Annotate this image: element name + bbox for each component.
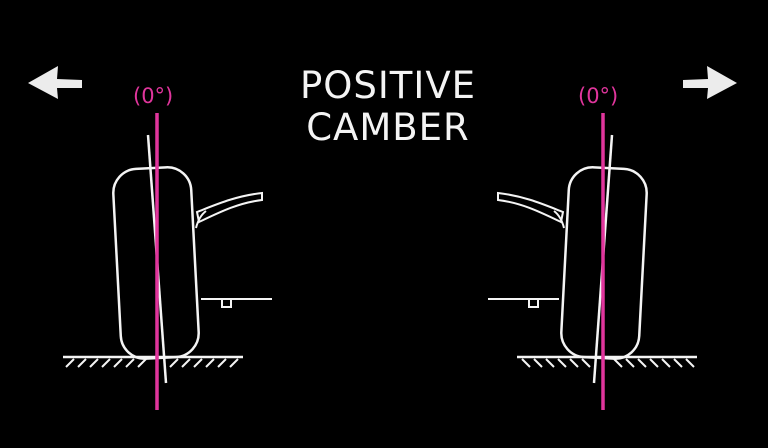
- arrow-left-icon: [28, 66, 82, 99]
- title-line-2: CAMBER: [306, 106, 470, 149]
- right-wheel: [486, 111, 699, 412]
- title-line-1: POSITIVE: [299, 64, 477, 107]
- left-wheel: [61, 111, 274, 412]
- right-reference-label: (0°): [578, 84, 619, 108]
- arrow-right-icon: [683, 66, 737, 99]
- left-reference-label: (0°): [133, 84, 174, 108]
